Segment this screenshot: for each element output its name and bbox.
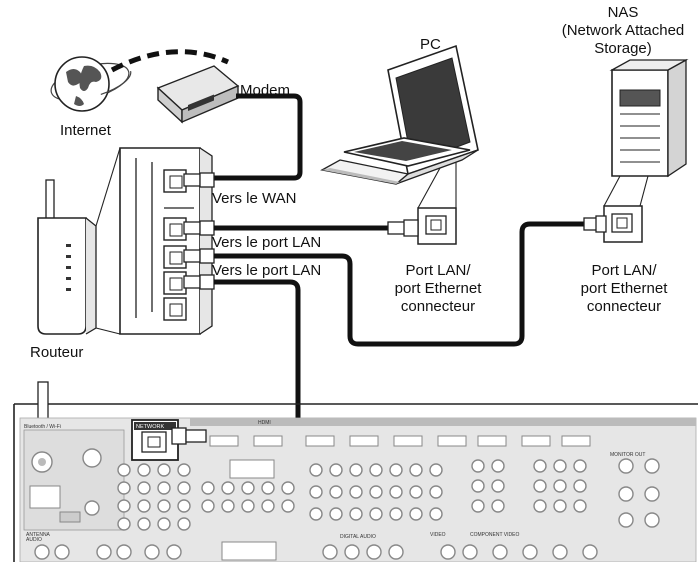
modem-label: Modem [240, 82, 291, 99]
component-video-label: COMPONENT VIDEO [470, 532, 519, 538]
wifi-label: Bluetooth / Wi-Fi [24, 424, 61, 430]
wireless-link [110, 49, 230, 73]
video-label: VIDEO [430, 532, 446, 538]
pc-port-label-line2: port Ethernet [394, 280, 482, 297]
hdmi-label: HDMI [258, 420, 271, 426]
nas-subtitle-line1: (Network Attached [561, 22, 685, 39]
to-lan-port-label-1: Vers le port LAN [212, 234, 322, 251]
nas-subtitle-line2: Storage) [594, 40, 652, 57]
globe-icon [48, 56, 132, 112]
router-lan-port-2 [163, 245, 187, 269]
pc-lan-jack-icon [387, 207, 457, 245]
nas-title-label: NAS [607, 4, 639, 21]
to-wan-label: Vers le WAN [212, 190, 297, 207]
monitor-out-label: MONITOR OUT [610, 452, 645, 458]
pc-port-label-line3: connecteur [400, 298, 476, 315]
receiver-rear-panel: Bluetooth / Wi-Fi ANTENNA NETWORK HDMI A… [13, 381, 698, 563]
pc-port-label-line1: Port LAN/ [405, 262, 471, 279]
audio-label: AUDIO [26, 537, 42, 543]
nas-tower-icon [603, 58, 689, 207]
nas-lan-jack-icon [583, 205, 643, 243]
to-lan-port-label-2: Vers le port LAN [212, 262, 322, 279]
rj45-plug-icon [183, 172, 215, 290]
router-lan-port-4 [163, 297, 187, 321]
digital-audio-label: DIGITAL AUDIO [340, 534, 376, 540]
router-wan-port [163, 169, 187, 193]
router-lan-port-1 [163, 217, 187, 241]
nas-port-label-line2: port Ethernet [580, 280, 668, 297]
nas-port-label-line3: connecteur [586, 298, 662, 315]
router-icon [37, 147, 121, 335]
wan-cable [214, 93, 303, 181]
pc-label: PC [420, 36, 441, 53]
nas-lan-cable [214, 221, 586, 347]
receiver-lan-cable [206, 279, 301, 433]
modem-icon [156, 65, 240, 124]
router-label: Routeur [30, 344, 84, 361]
router-lan-port-3 [163, 271, 187, 295]
antenna-label: ANTENNA [26, 532, 51, 538]
network-label: NETWORK [136, 424, 164, 430]
internet-label: Internet [60, 122, 111, 139]
laptop-icon [320, 44, 479, 210]
router-port-panel [119, 147, 215, 335]
nas-port-label-line1: Port LAN/ [591, 262, 657, 279]
